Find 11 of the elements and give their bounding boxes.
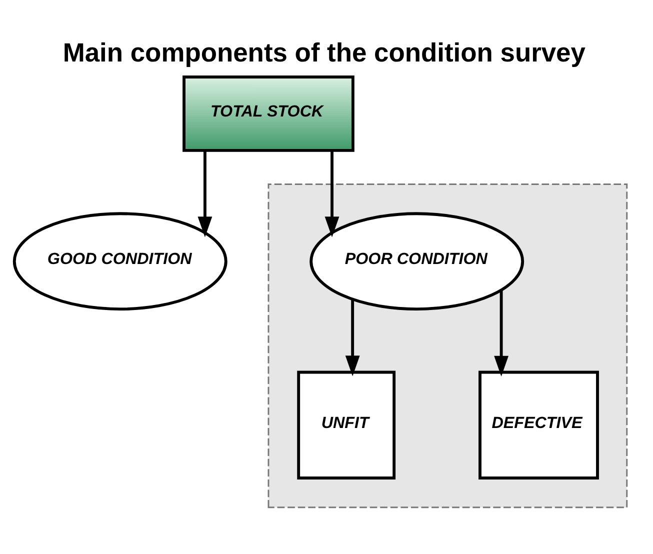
node-box: UNFIT <box>297 370 396 479</box>
cluster <box>268 183 628 508</box>
arrow <box>494 290 508 376</box>
node-ellipse: GOOD CONDITION <box>12 212 228 310</box>
node-ellipse: POOR CONDITION <box>310 212 524 310</box>
arrow <box>345 298 360 376</box>
arrow <box>198 150 212 237</box>
node-box: TOTAL STOCK <box>182 75 354 152</box>
node-box: DEFECTIVE <box>478 370 599 479</box>
arrow <box>324 150 340 237</box>
diagram-title: Main components of the condition survey <box>62 36 586 67</box>
